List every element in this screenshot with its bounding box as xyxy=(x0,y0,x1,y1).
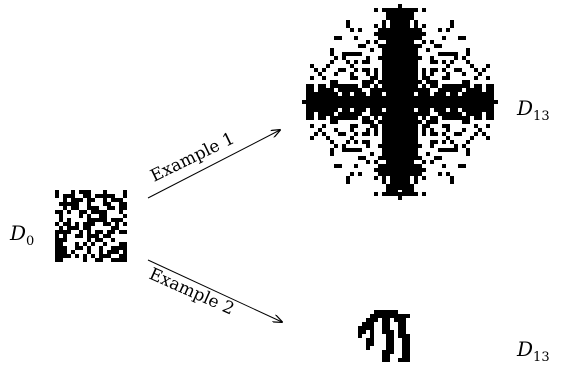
arrow-example-1 xyxy=(147,130,280,199)
result-pattern-example-1 xyxy=(302,4,498,200)
arrow-example-2 xyxy=(147,259,282,322)
edge-label-example-1: Example 1 xyxy=(147,129,237,187)
result-pattern-example-2 xyxy=(358,310,410,362)
initial-pattern xyxy=(55,190,127,262)
edge-label-example-2: Example 2 xyxy=(146,264,237,319)
result-state-label-2: D13 xyxy=(516,337,550,365)
start-state-label: D0 xyxy=(9,221,34,249)
result-state-label-1: D13 xyxy=(516,96,550,124)
